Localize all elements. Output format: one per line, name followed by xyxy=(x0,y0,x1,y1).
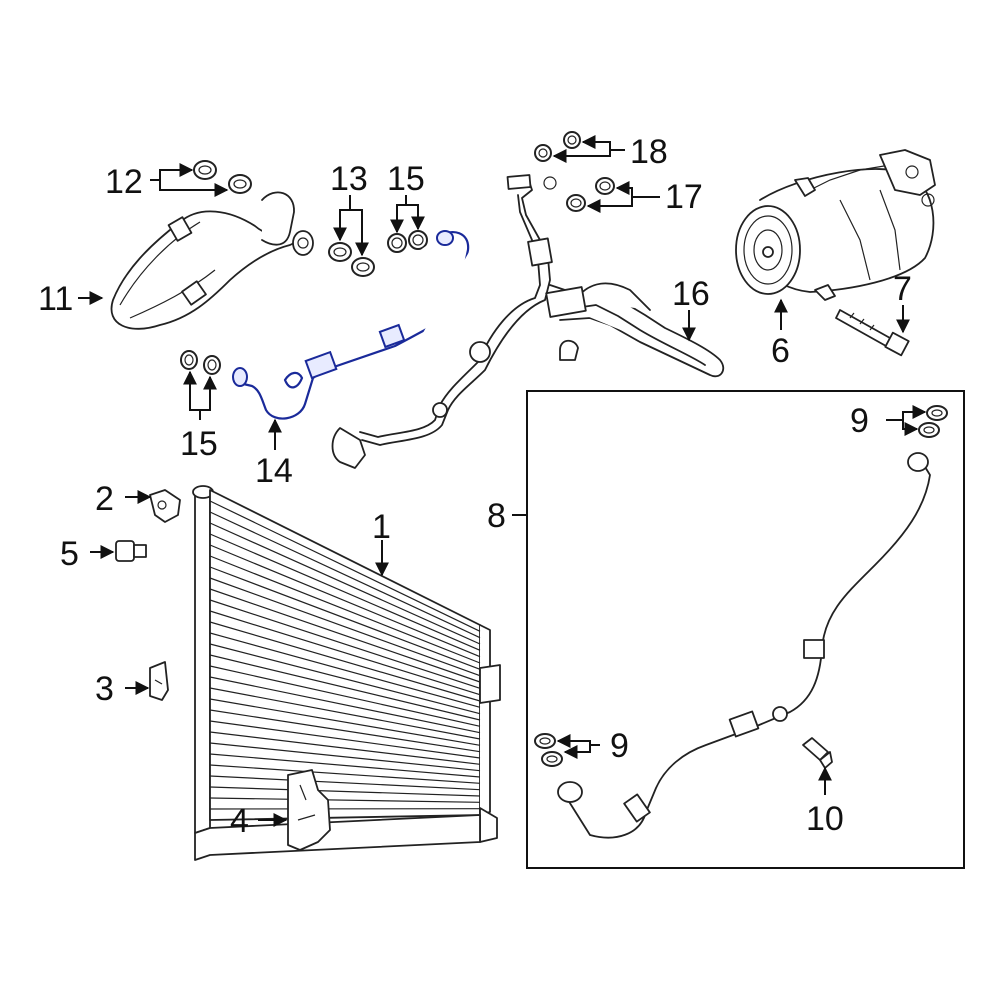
condenser-fin xyxy=(209,643,481,715)
part-11-hose xyxy=(110,191,314,330)
condenser-fin xyxy=(209,676,481,734)
callout-16: 16 xyxy=(672,275,710,313)
condenser-fin xyxy=(209,610,481,696)
condenser-fin xyxy=(209,588,481,683)
condenser-fin xyxy=(209,709,481,753)
o-rings-12 xyxy=(193,160,252,194)
condenser-fin xyxy=(209,764,481,784)
condenser-fin xyxy=(209,511,481,639)
condenser-fin xyxy=(209,731,481,765)
leader-lines xyxy=(78,135,927,827)
part-14-ac-line-highlighted xyxy=(232,230,470,420)
callout-13: 13 xyxy=(330,160,368,198)
part-5-bolt xyxy=(115,540,147,562)
condenser-fin xyxy=(209,753,481,778)
callout-18: 18 xyxy=(630,133,668,171)
callout-15-lower: 15 xyxy=(180,425,218,463)
condenser-fin xyxy=(209,577,481,677)
condenser-fin xyxy=(209,698,481,746)
part-4-bracket xyxy=(287,769,331,851)
condenser-fin xyxy=(209,533,481,651)
condenser-fin xyxy=(209,632,481,708)
callout-10: 10 xyxy=(806,800,844,838)
part-1-condenser xyxy=(192,485,501,861)
part-6-compressor xyxy=(735,149,936,301)
condenser-fin xyxy=(209,797,481,803)
callout-6: 6 xyxy=(771,332,790,370)
callout-9-top: 9 xyxy=(850,402,869,440)
callout-4: 4 xyxy=(230,802,249,840)
condenser-fin xyxy=(209,775,481,791)
callout-9-bottom: 9 xyxy=(610,727,629,765)
condenser-fin xyxy=(209,566,481,670)
callout-11: 11 xyxy=(38,280,73,318)
callout-15-upper: 15 xyxy=(387,160,425,198)
condenser-fin xyxy=(209,555,481,664)
o-rings-15-upper xyxy=(387,230,428,253)
condenser-fin xyxy=(209,599,481,689)
condenser-fin xyxy=(209,544,481,658)
o-rings-17 xyxy=(566,177,615,212)
callout-12: 12 xyxy=(105,163,143,201)
condenser-fin xyxy=(209,665,481,727)
condenser-fin xyxy=(209,522,481,645)
callout-1: 1 xyxy=(372,508,391,546)
callout-17: 17 xyxy=(665,178,703,216)
part-16-tube-assembly xyxy=(331,174,725,469)
condenser-fin xyxy=(209,687,481,740)
part-3-clip xyxy=(149,661,169,701)
condenser-fin xyxy=(209,654,481,721)
callout-8: 8 xyxy=(487,497,506,535)
condenser-fin xyxy=(209,786,481,797)
o-rings-15-lower xyxy=(180,350,221,375)
condenser-fin xyxy=(209,720,481,759)
condenser-fin xyxy=(209,742,481,772)
o-rings-18 xyxy=(534,131,581,162)
o-rings-13 xyxy=(328,242,375,277)
callout-3: 3 xyxy=(95,670,114,708)
callout-14: 14 xyxy=(255,452,293,490)
condenser-fin xyxy=(209,621,481,702)
part-2-bracket xyxy=(149,489,181,523)
condenser-fin xyxy=(209,500,481,632)
callout-2: 2 xyxy=(95,480,114,518)
callout-labels: 1 2 5 3 4 6 7 8 9 9 10 11 12 13 14 15 15… xyxy=(38,133,912,840)
part-8-box xyxy=(526,390,965,869)
part-7-bolt xyxy=(835,309,910,357)
callout-5: 5 xyxy=(60,535,79,573)
callout-7: 7 xyxy=(893,270,912,308)
